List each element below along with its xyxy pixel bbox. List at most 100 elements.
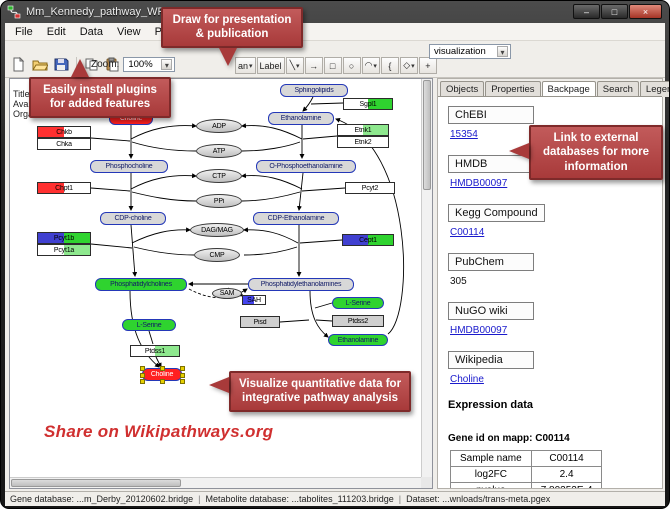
selection-handle[interactable] [180,366,185,371]
rectangle-tool[interactable]: □ [323,57,342,74]
table-cell: 2.4 [530,466,603,483]
title-bar: Mm_Kennedy_pathway_WP1771_45176.gpml – □… [1,1,669,23]
selection-handle[interactable] [160,379,165,384]
node-ppi[interactable]: PPi [196,194,242,208]
paste-button[interactable] [103,55,122,74]
node-phosphatidylethanolamines[interactable]: Phosphatidylethanolamines [248,278,354,291]
node-cept1[interactable]: Cept1 [342,234,394,246]
paste-icon [106,57,119,72]
node-etnk1[interactable]: Etnk1 [337,124,389,136]
tab-backpage[interactable]: Backpage [541,81,596,97]
database-link[interactable]: 15354 [450,129,478,140]
tab-properties[interactable]: Properties [485,81,541,97]
minimize-button[interactable]: – [573,4,600,19]
copy-button[interactable] [82,55,101,74]
scrollbar-thumb[interactable] [11,479,181,487]
callout-text: Link to external databases for more info… [529,125,663,181]
shape-tool[interactable]: ◇▾ [399,57,418,74]
table-cell: Sample name [450,450,532,467]
zoom-group: Zoom: 100% ▾ [91,57,176,72]
node-l-serine[interactable]: L-Serine [122,319,176,331]
menu-file[interactable]: File [15,25,33,38]
database-link[interactable]: HMDB00097 [450,178,508,189]
oval-tool[interactable]: ○ [342,57,361,74]
callout-arrow-up-icon [71,59,89,77]
visualization-combo[interactable]: visualization ▾ [429,44,511,59]
label-tool[interactable]: Label [256,57,285,74]
node-cdp-choline[interactable]: CDP-choline [100,212,166,225]
selection-handle[interactable] [160,366,165,371]
node-ptdss1[interactable]: Ptdss1 [130,345,180,357]
open-file-button[interactable] [30,55,50,74]
tab-objects[interactable]: Objects [440,81,485,97]
save-button[interactable] [52,55,71,74]
node-l-serine[interactable]: L-Serine [332,297,384,309]
horizontal-scrollbar[interactable] [10,477,421,488]
node-pcyt2[interactable]: Pcyt2 [345,182,395,194]
node-choline[interactable]: Choline [140,366,185,384]
menu-edit[interactable]: Edit [46,25,66,38]
status-divider: | [398,494,402,504]
scrollbar-thumb[interactable] [423,80,431,190]
tab-legend[interactable]: Legend [639,81,669,97]
database-header: ChEBI [448,106,534,124]
line-tool[interactable]: ╲▾ [285,57,304,74]
node-sphingolipids[interactable]: Sphingolipids [280,84,348,97]
node-ctp[interactable]: CTP [196,169,242,183]
node-cdp-ethanolamine[interactable]: CDP-Ethanolamine [253,212,339,225]
selection-handle[interactable] [140,379,145,384]
node-sam[interactable]: SAM [212,288,242,299]
node-chka[interactable]: Chka [37,138,91,150]
selection-handle[interactable] [140,372,145,378]
arc-tool[interactable]: ◠▾ [361,57,380,74]
selection-handle[interactable] [180,372,185,378]
menu-view[interactable]: View [116,25,141,38]
node-pcyt1b[interactable]: Pcyt1b [37,232,91,244]
node-etnk2[interactable]: Etnk2 [337,136,389,148]
node-cmp[interactable]: CMP [194,248,240,262]
expression-heading: Expression data [448,399,533,411]
node-sgpl1[interactable]: Sgpl1 [343,98,393,110]
zoom-combo[interactable]: 100% ▾ [123,57,176,72]
node-chkb[interactable]: Chkb [37,126,91,138]
database-header: PubChem [448,253,534,271]
node-phosphatidylcholines[interactable]: Phosphatidylcholines [95,278,187,291]
copy-icon [85,58,98,71]
node-pcyt1a[interactable]: Pcyt1a [37,244,91,256]
arrow-tool[interactable]: → [304,57,323,74]
node-pisd[interactable]: Pisd [240,316,280,328]
database-link[interactable]: C00114 [450,227,485,238]
node-ethanolamine[interactable]: Ethanolamine [268,112,334,125]
node-adp[interactable]: ADP [196,119,242,133]
database-link[interactable]: HMDB00097 [450,325,508,336]
node-atp[interactable]: ATP [196,144,242,158]
selection-handle[interactable] [140,366,145,371]
new-file-button[interactable] [9,55,28,74]
datanode-tool[interactable]: an▾ [235,57,256,74]
chevron-down-icon: ▾ [497,46,508,57]
node-chpt1[interactable]: Chpt1 [37,182,91,194]
pathway-info-line: Avail [13,99,33,109]
node-dag-mag[interactable]: DAG/MAG [190,223,244,237]
maximize-button[interactable]: □ [601,4,628,19]
database-link[interactable]: Choline [450,374,484,385]
selection-handle[interactable] [180,379,185,384]
template-tool[interactable]: + [418,57,437,74]
node-phosphocholine[interactable]: Phosphocholine [90,160,168,173]
node-ptdss2[interactable]: Ptdss2 [332,315,384,327]
pathvisio-icon [7,5,21,19]
close-button[interactable]: × [629,4,662,19]
node-o-phosphoethanolamine[interactable]: O-Phosphoethanolamine [256,160,356,173]
node-sah[interactable]: SAH [242,295,266,305]
menu-data[interactable]: Data [79,25,103,38]
callout-link-databases: Link to external databases for more info… [509,125,663,181]
tab-search[interactable]: Search [596,81,639,97]
node-ethanolamine[interactable]: Ethanolamine [328,334,388,346]
brace-tool[interactable]: { [380,57,399,74]
vertical-scrollbar[interactable] [421,79,432,477]
